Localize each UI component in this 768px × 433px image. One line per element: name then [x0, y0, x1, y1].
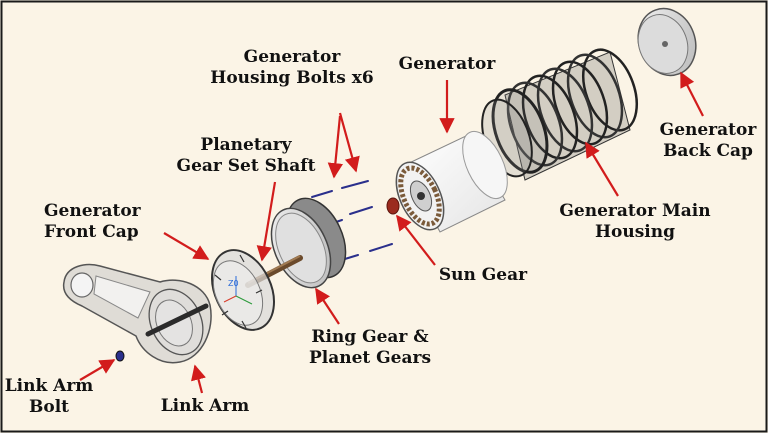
label-planetary-gear-set-shaft: Planetary Gear Set Shaft — [166, 135, 326, 177]
label-generator-main-housing: Generator Main Housing — [550, 201, 720, 243]
arrow-planetary-shaft — [256, 181, 277, 262]
label-line: Generator — [44, 201, 141, 221]
label-line: Housing Bolts x6 — [210, 68, 374, 88]
link-arm-bolt-part — [115, 350, 125, 362]
label-line: Generator Main — [559, 201, 711, 221]
ring-gear-part — [270, 197, 347, 289]
label-line: Planetary — [200, 135, 292, 155]
label-generator-back-cap: Generator Back Cap — [652, 120, 764, 162]
generator-back-cap-part — [637, 7, 697, 77]
label-line: Generator — [398, 54, 496, 74]
cad-axis-label: Z0 — [228, 279, 239, 288]
arrow-front-cap — [163, 232, 210, 260]
label-line: Gear Set Shaft — [176, 156, 316, 176]
label-generator-housing-bolts: Generator Housing Bolts x6 — [202, 47, 382, 89]
label-line: Sun Gear — [438, 265, 528, 285]
label-ring-gear-planet-gears: Ring Gear & Planet Gears — [302, 327, 438, 369]
label-line: Generator — [659, 120, 757, 140]
label-link-arm: Link Arm — [150, 396, 260, 417]
label-line: Ring Gear & — [311, 327, 429, 347]
label-line: Front Cap — [44, 222, 139, 242]
arrow-link-arm — [191, 364, 206, 394]
sun-gear-part — [386, 197, 400, 215]
label-line: Planet Gears — [308, 348, 432, 368]
arrow-housing-bolts-1 — [338, 112, 360, 173]
label-line: Link Arm — [160, 396, 250, 416]
generator-front-cap-part: Z0 — [211, 249, 275, 331]
label-line: Generator — [243, 47, 341, 67]
arrow-housing-bolts-2 — [327, 115, 344, 179]
label-line: Link Arm — [4, 376, 94, 396]
label-line: Back Cap — [663, 141, 753, 161]
label-line: Bolt — [28, 397, 70, 417]
generator-part — [395, 130, 508, 233]
label-generator: Generator — [392, 54, 502, 75]
arrow-link-arm-bolt — [79, 359, 116, 381]
label-sun-gear: Sun Gear — [428, 265, 538, 286]
label-link-arm-bolt: Link Arm Bolt — [0, 376, 98, 418]
label-line: Housing — [594, 222, 676, 242]
arrow-back-cap — [680, 71, 704, 117]
generator-main-housing-part — [481, 48, 638, 181]
link-arm-part — [62, 263, 212, 364]
arrow-main-housing — [585, 141, 619, 197]
arrow-ring-gear — [315, 287, 340, 325]
label-generator-front-cap: Generator Front Cap — [44, 201, 164, 243]
arrow-sun-gear — [396, 214, 436, 266]
